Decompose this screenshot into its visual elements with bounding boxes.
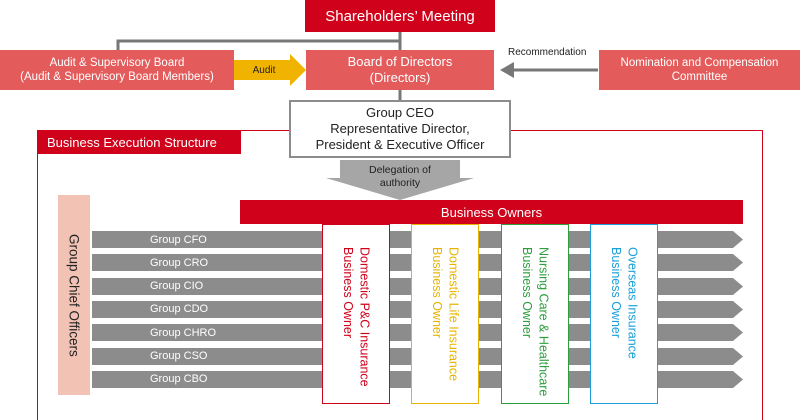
nomination-line2: Committee [671, 71, 728, 83]
business-owner-label: Domestic P&C Insurance Business Owner [341, 247, 372, 387]
board-line1: Board of Directors [347, 54, 453, 70]
business-owner-box: Domestic P&C Insurance Business Owner [322, 224, 390, 404]
business-owners-bar: Business Owners [240, 200, 743, 224]
audit-board-box: Audit & Supervisory Board (Audit & Super… [0, 50, 234, 90]
officer-label: Group CHRO [150, 326, 217, 339]
delegation-line1: Delegation of [369, 163, 431, 176]
audit-arrow-shape [232, 54, 306, 86]
delegation-label: Delegation of authority [350, 162, 450, 192]
ceo-line1: Group CEO [366, 104, 434, 120]
group-ceo-box: Group CEO Representative Director, Presi… [289, 100, 511, 158]
recommendation-label: Recommendation [508, 47, 587, 58]
ceo-line2: Representative Director, [330, 120, 470, 136]
recommendation-arrowhead [500, 62, 514, 78]
delegation-line2: authority [379, 177, 421, 189]
officer-label: Group CFO [150, 233, 207, 246]
delegation-arrow-shape [326, 160, 474, 200]
shareholders-meeting-label: Shareholders’ Meeting [325, 7, 475, 25]
nomination-committee-box: Nomination and Compensation Committee [599, 50, 800, 90]
audit-arrow-label: Audit [252, 64, 276, 76]
business-owner-label: Overseas Insurance Business Owner [609, 247, 640, 359]
audit-board-line1: Audit & Supervisory Board [49, 56, 185, 69]
officer-label: Group CRO [150, 256, 209, 269]
board-line2: (Directors) [369, 70, 431, 85]
business-execution-label: Business Execution Structure [37, 130, 241, 154]
business-owner-box: Domestic Life Insurance Business Owner [411, 224, 479, 404]
officer-label: Group CBO [150, 373, 208, 386]
business-owner-label: Nursing Care & Healthcare Business Owner [520, 247, 551, 397]
business-owner-box: Nursing Care & Healthcare Business Owner [501, 224, 569, 404]
officer-label: Group CDO [150, 303, 209, 316]
ceo-line3: President & Executive Officer [315, 137, 485, 153]
business-owner-box: Overseas Insurance Business Owner [590, 224, 658, 404]
group-chief-officers-box: Group Chief Officers [58, 195, 90, 395]
business-owner-label: Domestic Life Insurance Business Owner [430, 247, 461, 382]
group-chief-officers-label: Group Chief Officers [66, 233, 82, 357]
officer-label: Group CIO [150, 280, 204, 293]
board-of-directors-box: Board of Directors (Directors) [306, 50, 494, 90]
officer-label: Group CSO [150, 350, 208, 362]
shareholders-meeting-box: Shareholders’ Meeting [305, 0, 495, 32]
nomination-line1: Nomination and Compensation [620, 56, 779, 69]
audit-board-line2: (Audit & Supervisory Board Members) [20, 71, 214, 83]
